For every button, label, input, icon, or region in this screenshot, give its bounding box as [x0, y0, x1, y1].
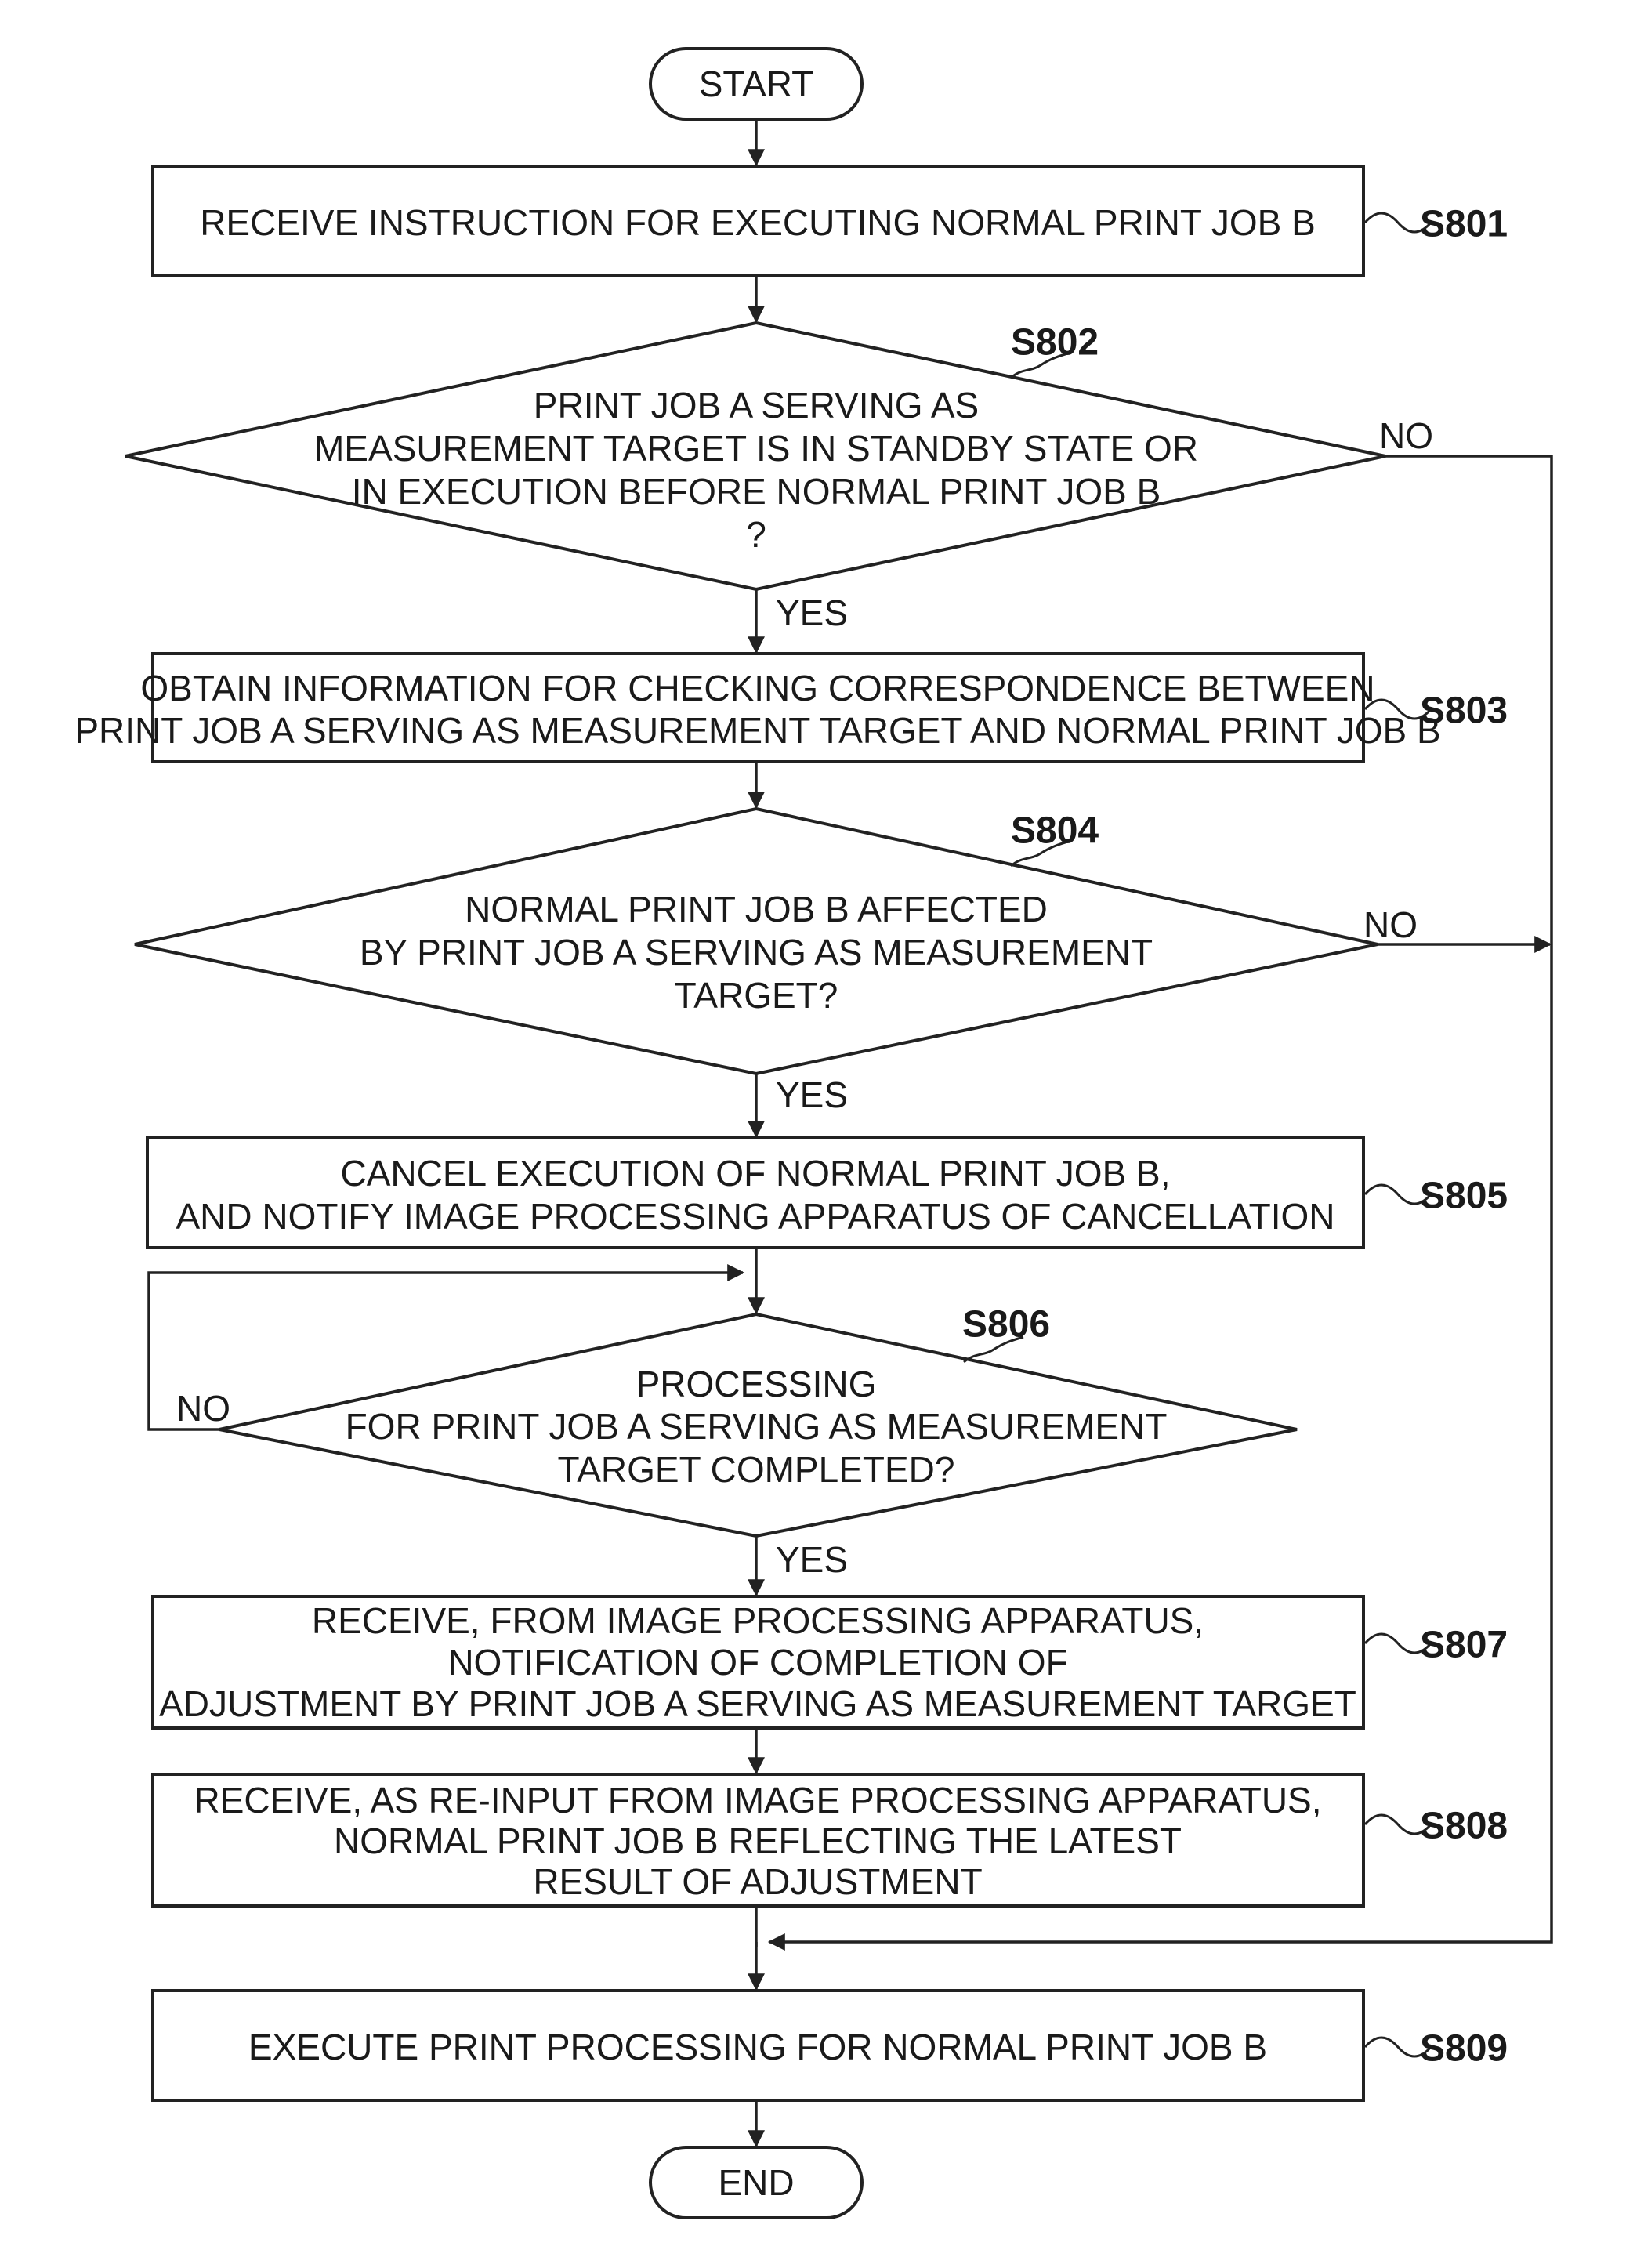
s802-no-label: NO — [1379, 415, 1433, 456]
s809-text: EXECUTE PRINT PROCESSING FOR NORMAL PRIN… — [248, 2027, 1267, 2067]
end-label: END — [718, 2162, 794, 2203]
process-s807: RECEIVE, FROM IMAGE PROCESSING APPARATUS… — [153, 1596, 1508, 1728]
s801-id: S801 — [1420, 204, 1508, 245]
s802-line-2: MEASUREMENT TARGET IS IN STANDBY STATE O… — [314, 428, 1198, 469]
s801-text: RECEIVE INSTRUCTION FOR EXECUTING NORMAL… — [200, 202, 1316, 243]
process-s809: EXECUTE PRINT PROCESSING FOR NORMAL PRIN… — [153, 1991, 1508, 2100]
s803-id: S803 — [1420, 690, 1508, 732]
end-terminal: END — [650, 2147, 862, 2218]
s806-yes-label: YES — [776, 1539, 848, 1580]
s802-line-3: IN EXECUTION BEFORE NORMAL PRINT JOB B — [352, 471, 1161, 512]
s802-id: S802 — [1011, 322, 1099, 364]
s807-line-2: NOTIFICATION OF COMPLETION OF — [447, 1642, 1067, 1683]
s806-line-3: TARGET COMPLETED? — [558, 1449, 955, 1490]
process-s808: RECEIVE, AS RE-INPUT FROM IMAGE PROCESSI… — [153, 1774, 1508, 1906]
s806-line-1: PROCESSING — [636, 1364, 877, 1404]
start-terminal: START — [650, 49, 862, 119]
s804-yes-label: YES — [776, 1074, 848, 1115]
s805-line-1: CANCEL EXECUTION OF NORMAL PRINT JOB B, — [340, 1153, 1170, 1194]
s804-line-1: NORMAL PRINT JOB B AFFECTED — [465, 889, 1048, 929]
s809-id: S809 — [1420, 2028, 1508, 2070]
s808-id: S808 — [1420, 1806, 1508, 1847]
s803-line-2: PRINT JOB A SERVING AS MEASUREMENT TARGE… — [74, 710, 1440, 751]
s806-line-2: FOR PRINT JOB A SERVING AS MEASUREMENT — [346, 1406, 1168, 1447]
s803-line-1: OBTAIN INFORMATION FOR CHECKING CORRESPO… — [140, 668, 1374, 708]
s808-line-1: RECEIVE, AS RE-INPUT FROM IMAGE PROCESSI… — [194, 1780, 1321, 1821]
s804-line-3: TARGET? — [675, 975, 838, 1016]
s805-id: S805 — [1420, 1176, 1508, 1217]
s802-line-1: PRINT JOB A SERVING AS — [534, 385, 979, 426]
s807-line-1: RECEIVE, FROM IMAGE PROCESSING APPARATUS… — [312, 1600, 1204, 1641]
process-s803: OBTAIN INFORMATION FOR CHECKING CORRESPO… — [74, 654, 1508, 762]
s807-line-3: ADJUSTMENT BY PRINT JOB A SERVING AS MEA… — [159, 1683, 1356, 1724]
s804-no-label: NO — [1363, 904, 1418, 945]
process-s801: RECEIVE INSTRUCTION FOR EXECUTING NORMAL… — [153, 166, 1508, 276]
s802-yes-label: YES — [776, 592, 848, 633]
s806-no-label: NO — [176, 1388, 230, 1429]
s808-line-2: NORMAL PRINT JOB B REFLECTING THE LATEST — [334, 1821, 1182, 1861]
decision-s804: NORMAL PRINT JOB B AFFECTED BY PRINT JOB… — [135, 809, 1418, 1115]
s807-id: S807 — [1420, 1625, 1508, 1666]
s805-line-2: AND NOTIFY IMAGE PROCESSING APPARATUS OF… — [176, 1196, 1334, 1237]
decision-s802: PRINT JOB A SERVING AS MEASUREMENT TARGE… — [125, 322, 1433, 634]
s804-line-2: BY PRINT JOB A SERVING AS MEASUREMENT — [360, 932, 1153, 973]
decision-s806: PROCESSING FOR PRINT JOB A SERVING AS ME… — [176, 1304, 1297, 1581]
s802-line-4: ? — [746, 514, 766, 555]
start-label: START — [699, 63, 814, 104]
s804-id: S804 — [1011, 810, 1099, 852]
process-s805: CANCEL EXECUTION OF NORMAL PRINT JOB B, … — [147, 1138, 1508, 1248]
s808-line-3: RESULT OF ADJUSTMENT — [533, 1861, 982, 1902]
s806-id: S806 — [962, 1304, 1050, 1346]
